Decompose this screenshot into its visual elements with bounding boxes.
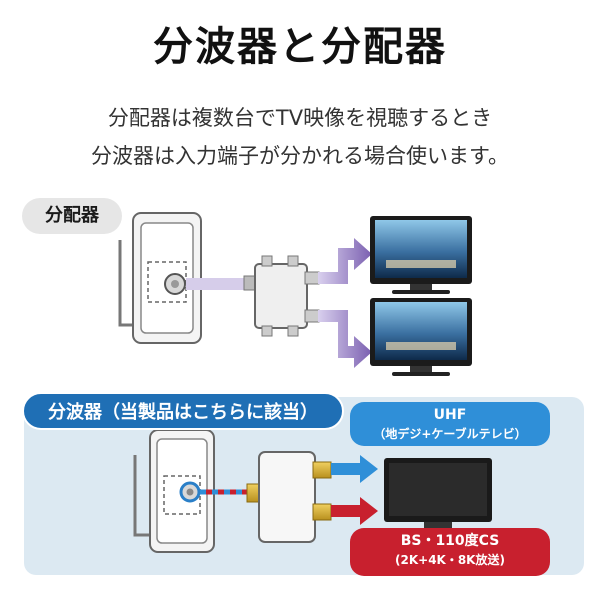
uhf-arrow	[331, 455, 378, 483]
split-arrows	[318, 238, 372, 368]
cable-top	[186, 278, 256, 290]
separator-label: 分波器（当製品はこちらに該当）	[22, 392, 344, 430]
tv-3	[384, 458, 492, 532]
uhf-tag-title: UHF	[433, 407, 467, 423]
distributor-device	[243, 255, 320, 337]
bs-tag: BS・110度CS (2K+4K・8K放送)	[350, 528, 550, 576]
tv-2	[370, 298, 472, 376]
subtitle-line-2: 分波器は入力端子が分かれる場合使います。	[91, 144, 509, 168]
bs-tag-title: BS・110度CS	[400, 533, 500, 549]
page-title: 分波器と分配器	[153, 24, 447, 70]
tv-1	[370, 216, 472, 294]
bs-tag-detail: (2K+4K・8K放送)	[395, 553, 505, 567]
separator-device	[246, 451, 332, 543]
distributor-label: 分配器	[22, 198, 122, 234]
uhf-tag-detail: （地デジ+ケーブルテレビ）	[373, 427, 527, 441]
bs-arrow	[331, 497, 378, 525]
wall-outlet-bottom	[133, 429, 215, 553]
uhf-tag: UHF （地デジ+ケーブルテレビ）	[350, 402, 550, 446]
subtitle-line-1: 分配器は複数台でTV映像を視聴するとき	[107, 106, 493, 130]
